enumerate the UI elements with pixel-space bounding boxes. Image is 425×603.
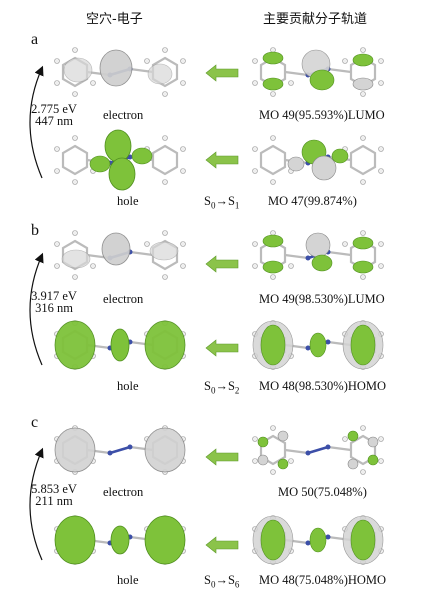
panel-a-mo-top [251, 46, 385, 98]
green-arrow-b-top [205, 255, 239, 273]
panel-b-transition-arrow: → [215, 379, 228, 393]
panel-a-energy-nm: 447 nm [35, 114, 73, 128]
panel-b-letter: b [31, 222, 39, 239]
panel-c-energy: 5.853 eV 211 nm [28, 482, 80, 508]
green-arrow-a-bottom [205, 151, 239, 169]
panel-c-mo-bottom-label: MO 48(75.048%)HOMO [259, 573, 387, 587]
panel-c-transition-arrow: → [215, 573, 228, 587]
green-arrow-c-bottom [205, 536, 239, 554]
panel-b-energy: 3.917 eV 316 nm [28, 289, 80, 315]
panel-a-electron-orbital [53, 46, 187, 98]
panel-c-hole-label: hole [117, 573, 139, 587]
panel-a-s0: S [204, 194, 211, 208]
panel-b-mo-top-label: MO 49(98.530%)LUMO [259, 292, 385, 306]
panel-b-mo-bottom [251, 319, 385, 371]
panel-a-electron-label: electron [103, 108, 144, 122]
panel-a-hole-orbital [53, 129, 187, 191]
panel-a-letter: a [31, 31, 39, 48]
panel-a-s1-sub: 1 [234, 200, 240, 211]
panel-b-excitation-arrow [29, 252, 44, 366]
panel-c-s0: S [204, 573, 211, 587]
panel-b-mo-top [251, 229, 385, 281]
panel-b-s1-sub: 2 [234, 385, 240, 396]
panel-a-mo-bottom [251, 134, 385, 186]
green-arrow-c-top [205, 448, 239, 466]
panel-b-electron-orbital [53, 229, 187, 281]
panel-b-s1: S [227, 379, 235, 393]
panel-c-electron-orbital [53, 424, 187, 476]
panel-c-mo-top-label: MO 50(75.048%) [278, 485, 367, 499]
panel-b-hole-orbital [53, 319, 187, 371]
panel-b-energy-nm: 316 nm [35, 301, 73, 315]
panel-a-energy-ev: 2.775 eV [31, 102, 77, 116]
header-main-contributing-mo: 主要贡献分子轨道 [263, 12, 368, 27]
panel-c-hole-orbital [53, 514, 187, 566]
green-arrow-b-bottom [205, 339, 239, 357]
panel-b-s0-sub: 0 [210, 385, 216, 396]
panel-b-mo-bottom-label: MO 48(98.530%)HOMO [259, 379, 387, 393]
panel-c-letter: c [31, 414, 39, 431]
header-hole-electron: 空穴-电子 [86, 12, 143, 27]
panel-c-s1: S [227, 573, 235, 587]
panel-b-transition: S0→S2 [204, 379, 239, 396]
panel-b-energy-ev: 3.917 eV [31, 289, 77, 303]
panel-c-transition: S0→S6 [204, 573, 239, 590]
panel-a-s1: S [227, 194, 235, 208]
panel-a-s0-sub: 0 [210, 200, 216, 211]
panel-a-mo-bottom-label: MO 47(99.874%) [268, 194, 357, 208]
panel-a-mo-top-label: MO 49(95.593%)LUMO [259, 108, 385, 122]
panel-b-hole-label: hole [117, 379, 139, 393]
panel-c-excitation-arrow [29, 447, 44, 561]
panel-a-hole-label: hole [117, 194, 139, 208]
panel-c-s1-sub: 6 [234, 579, 240, 590]
panel-c-s0-sub: 0 [210, 579, 216, 590]
panel-c-mo-top [251, 424, 385, 476]
panel-b-s0: S [204, 379, 211, 393]
panel-c-energy-ev: 5.853 eV [31, 482, 77, 496]
panel-c-energy-nm: 211 nm [35, 494, 73, 508]
panel-a-energy: 2.775 eV 447 nm [28, 102, 80, 128]
panel-a-transition-arrow: → [215, 194, 228, 208]
panel-c-electron-label: electron [103, 485, 144, 499]
panel-a-excitation-arrow [29, 65, 44, 179]
panel-c-mo-bottom [251, 514, 385, 566]
green-arrow-a-top [205, 64, 239, 82]
panel-a-transition: S0→S1 [204, 194, 239, 211]
panel-b-electron-label: electron [103, 292, 144, 306]
